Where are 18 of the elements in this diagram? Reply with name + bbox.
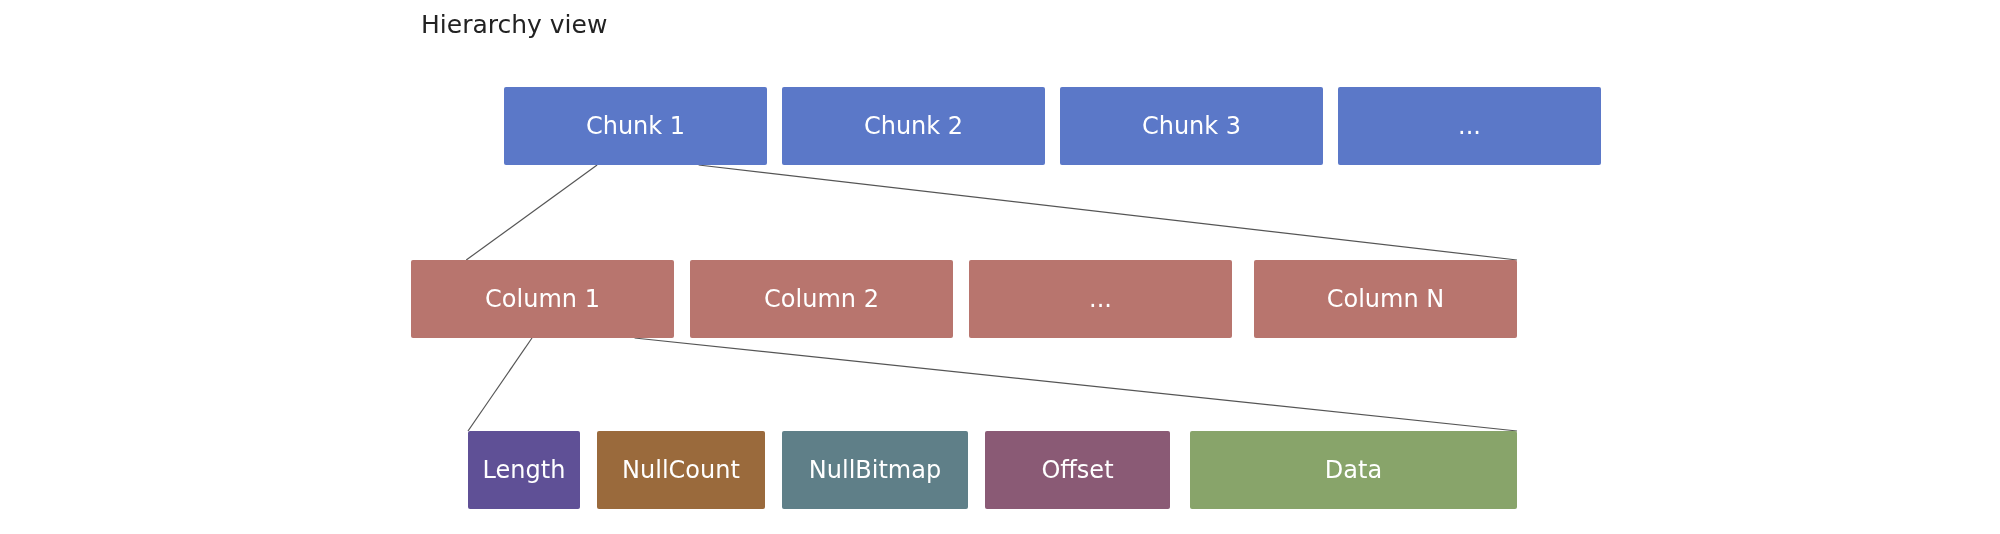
column-box: Column 1 xyxy=(411,260,674,338)
connector-line xyxy=(633,337,1518,432)
field-box: NullCount xyxy=(597,431,765,509)
chunk-box: Chunk 3 xyxy=(1060,87,1323,165)
chunk-box: Chunk 1 xyxy=(504,87,767,165)
field-box: Offset xyxy=(985,431,1170,509)
connector-line xyxy=(465,164,598,261)
field-box: NullBitmap xyxy=(782,431,968,509)
chunk-box: ... xyxy=(1338,87,1601,165)
field-box: Data xyxy=(1190,431,1517,509)
chunk-box: Chunk 2 xyxy=(782,87,1045,165)
column-box: Column N xyxy=(1254,260,1517,338)
column-box: Column 2 xyxy=(690,260,953,338)
connector-line xyxy=(467,337,533,432)
connector-line xyxy=(698,164,1518,261)
column-box: ... xyxy=(969,260,1232,338)
diagram-title: Hierarchy view xyxy=(421,10,608,39)
field-box: Length xyxy=(468,431,580,509)
